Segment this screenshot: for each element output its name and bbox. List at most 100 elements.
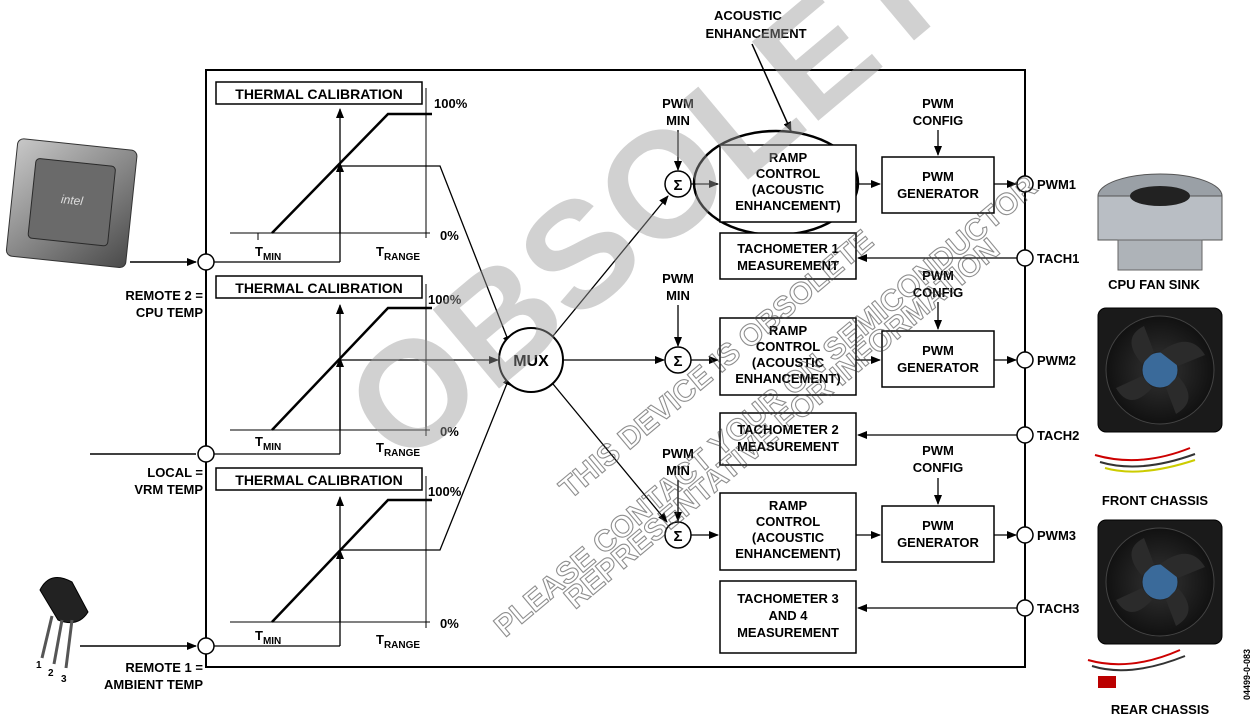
svg-text:TACH1: TACH1: [1037, 251, 1079, 266]
svg-text:TACH3: TACH3: [1037, 601, 1079, 616]
svg-text:0%: 0%: [440, 424, 459, 439]
ramp-control-3: [719, 492, 857, 571]
svg-text:RAMP: RAMP: [769, 323, 808, 338]
svg-text:ACOUSTIC: ACOUSTIC: [714, 8, 783, 23]
svg-text:Σ: Σ: [673, 528, 682, 545]
svg-text:CONFIG: CONFIG: [913, 285, 964, 300]
svg-text:REMOTE 2 =: REMOTE 2 =: [125, 288, 203, 303]
svg-text:ENHANCEMENT): ENHANCEMENT): [735, 198, 840, 213]
svg-text:ENHANCEMENT): ENHANCEMENT): [735, 371, 840, 386]
svg-text:TRANGE: TRANGE: [376, 244, 420, 263]
svg-text:ENHANCEMENT: ENHANCEMENT: [705, 26, 806, 41]
svg-text:intel: intel: [60, 192, 84, 208]
front-chassis-fan-image: [1094, 307, 1223, 473]
pwm1-pin: [1016, 175, 1034, 193]
svg-text:0%: 0%: [440, 616, 459, 631]
thermal-calibration-2: THERMAL CALIBRATION 100% 0% TMIN TRANGE: [215, 275, 462, 459]
svg-text:TRANGE: TRANGE: [376, 632, 420, 651]
tachometer-2: [719, 412, 857, 466]
svg-text:100%: 100%: [428, 484, 462, 499]
remote2-input-node: [197, 253, 215, 271]
svg-text:GENERATOR: GENERATOR: [897, 535, 979, 550]
svg-text:PWM: PWM: [922, 518, 954, 533]
calibration-title: THERMAL CALIBRATION: [235, 86, 402, 102]
svg-text:REMOTE 1 =: REMOTE 1 =: [125, 660, 203, 675]
svg-text:TMIN: TMIN: [255, 434, 281, 453]
svg-text:PWM: PWM: [662, 446, 694, 461]
svg-text:(ACOUSTIC: (ACOUSTIC: [752, 530, 825, 545]
figure-id: 04499-0-083: [1242, 649, 1252, 700]
svg-text:FRONT CHASSIS: FRONT CHASSIS: [1102, 493, 1209, 508]
svg-text:CONFIG: CONFIG: [913, 113, 964, 128]
svg-text:THERMAL CALIBRATION: THERMAL CALIBRATION: [235, 280, 402, 296]
thermal-calibration-1: THERMAL CALIBRATION 100% 0% TMIN TRANGE: [215, 81, 468, 263]
pwm2-pin: [1016, 351, 1034, 369]
svg-text:CONTROL: CONTROL: [756, 514, 820, 529]
rear-chassis-fan-image: [1087, 519, 1223, 688]
svg-text:MIN: MIN: [666, 463, 690, 478]
svg-text:(ACOUSTIC: (ACOUSTIC: [752, 355, 825, 370]
svg-text:PWM2: PWM2: [1037, 353, 1076, 368]
svg-text:AMBIENT TEMP: AMBIENT TEMP: [104, 677, 203, 692]
svg-text:0%: 0%: [440, 228, 459, 243]
svg-text:CONTROL: CONTROL: [756, 339, 820, 354]
svg-text:PWM: PWM: [922, 343, 954, 358]
svg-text:VRM TEMP: VRM TEMP: [134, 482, 203, 497]
svg-text:PWM1: PWM1: [1037, 177, 1076, 192]
ramp-control-2: [719, 317, 857, 396]
svg-text:ENHANCEMENT): ENHANCEMENT): [735, 546, 840, 561]
pwm-generator-1: [881, 156, 995, 214]
tach2-pin: [1016, 426, 1034, 444]
svg-text:MEASUREMENT: MEASUREMENT: [737, 258, 839, 273]
remote1-input-node: [197, 637, 215, 655]
thermal-calibration-3: THERMAL CALIBRATION 100% 0% TMIN TRANGE: [215, 467, 462, 651]
svg-text:TMIN: TMIN: [255, 628, 281, 647]
svg-text:MEASUREMENT: MEASUREMENT: [737, 625, 839, 640]
tach3-pin: [1016, 599, 1034, 617]
svg-text:100%: 100%: [434, 96, 468, 111]
cpu-fan-sink-image: [1097, 173, 1223, 271]
channel-1: PWM MIN Σ RAMP CONTROL (ACOUSTIC ENHANCE…: [662, 96, 1079, 280]
svg-text:TACH2: TACH2: [1037, 428, 1079, 443]
temperature-sensor-transistor-image: 1 2 3: [36, 577, 89, 685]
pwm3-pin: [1016, 526, 1034, 544]
svg-text:Σ: Σ: [673, 353, 682, 370]
svg-text:MEASUREMENT: MEASUREMENT: [737, 439, 839, 454]
svg-text:PWM: PWM: [922, 268, 954, 283]
svg-text:PWM: PWM: [922, 169, 954, 184]
svg-text:TACHOMETER 2: TACHOMETER 2: [737, 422, 839, 437]
svg-text:Σ: Σ: [673, 177, 682, 194]
svg-text:AND 4: AND 4: [768, 608, 808, 623]
svg-text:TACHOMETER 3: TACHOMETER 3: [737, 591, 839, 606]
svg-text:LOCAL =: LOCAL =: [147, 465, 203, 480]
local-input-node: [197, 445, 215, 463]
svg-text:(ACOUSTIC: (ACOUSTIC: [752, 182, 825, 197]
svg-text:3: 3: [61, 674, 67, 685]
svg-text:TRANGE: TRANGE: [376, 440, 420, 459]
pwm-generator-2: [881, 330, 995, 388]
svg-text:RAMP: RAMP: [769, 150, 808, 165]
svg-text:2: 2: [48, 668, 54, 679]
svg-text:PWM: PWM: [662, 96, 694, 111]
svg-text:CONTROL: CONTROL: [756, 166, 820, 181]
svg-text:1: 1: [36, 660, 42, 671]
svg-text:CPU FAN SINK: CPU FAN SINK: [1108, 277, 1200, 292]
svg-text:PWM: PWM: [922, 96, 954, 111]
svg-text:PWM3: PWM3: [1037, 528, 1076, 543]
svg-text:TMIN: TMIN: [255, 244, 281, 263]
ramp-control-1: [719, 144, 857, 223]
svg-text:PWM: PWM: [922, 443, 954, 458]
channel-3: PWM MIN Σ RAMP CONTROL (ACOUSTIC ENHANCE…: [662, 443, 1079, 654]
tachometer-1: [719, 232, 857, 280]
svg-text:MIN: MIN: [666, 288, 690, 303]
pwm-generator-3: [881, 505, 995, 563]
svg-text:CONFIG: CONFIG: [913, 460, 964, 475]
tach1-pin: [1016, 249, 1034, 267]
svg-text:GENERATOR: GENERATOR: [897, 186, 979, 201]
svg-text:REAR CHASSIS: REAR CHASSIS: [1111, 702, 1210, 717]
svg-text:THERMAL CALIBRATION: THERMAL CALIBRATION: [235, 472, 402, 488]
svg-text:CPU TEMP: CPU TEMP: [136, 305, 204, 320]
svg-text:MUX: MUX: [513, 353, 549, 370]
cpu-chip-image: intel: [5, 138, 138, 269]
